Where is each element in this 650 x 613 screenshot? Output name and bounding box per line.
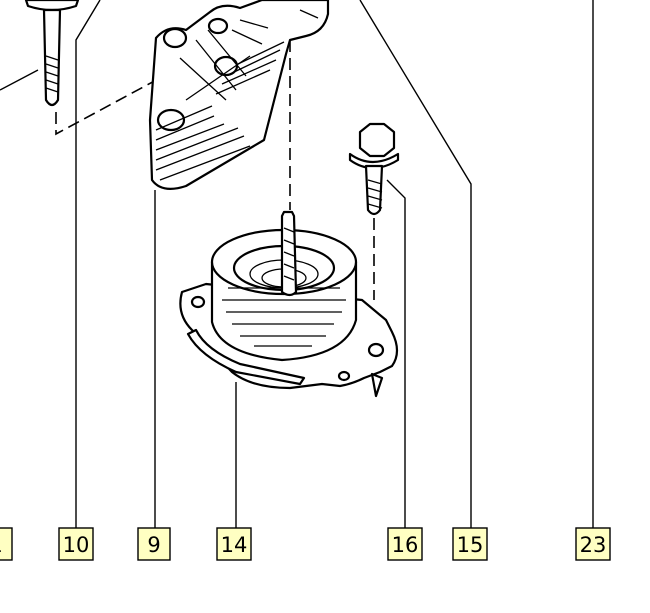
callout-label: 14 xyxy=(221,533,248,557)
callout-box xyxy=(575,527,611,561)
callout-box xyxy=(137,527,171,561)
leader-lines xyxy=(0,0,594,528)
callout-23: 23 xyxy=(575,527,611,561)
callout-10: 10 xyxy=(58,527,94,561)
callout-16: 16 xyxy=(387,527,423,561)
engine-mount xyxy=(179,210,399,398)
callout-box xyxy=(216,527,252,561)
callout-label: 9 xyxy=(147,533,160,557)
callout-box xyxy=(0,527,13,561)
bolt-top-left xyxy=(24,0,80,107)
callout-15: 15 xyxy=(452,527,488,561)
callout-label: 23 xyxy=(580,533,607,557)
callout-box xyxy=(387,527,423,561)
callout-label: 15 xyxy=(457,533,484,557)
callout-box xyxy=(452,527,488,561)
callout-1: 1 xyxy=(0,527,13,561)
alignment-lines xyxy=(55,40,375,300)
callout-label: 10 xyxy=(63,533,90,557)
callout-label: 1 xyxy=(0,533,3,557)
callout-9: 9 xyxy=(137,527,171,561)
callout-label: 16 xyxy=(392,533,419,557)
callout-14: 14 xyxy=(216,527,252,561)
callout-box xyxy=(58,527,94,561)
bolt-right xyxy=(348,122,400,216)
engine-mount-bracket xyxy=(148,0,330,191)
